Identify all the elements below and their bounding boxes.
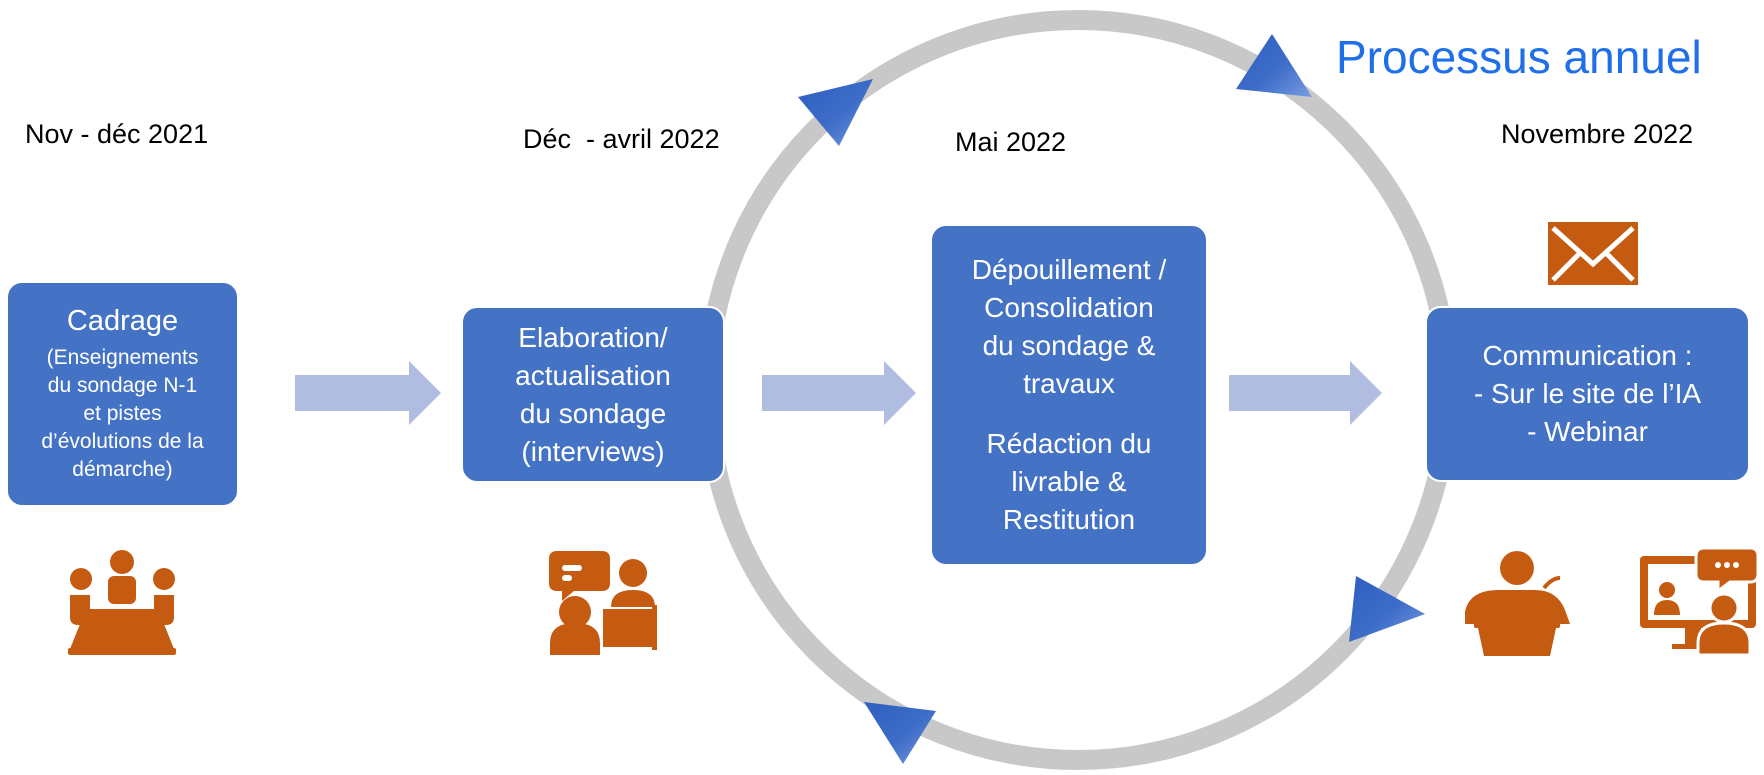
box-cadrage-detail-line: (Enseignements (46, 345, 199, 369)
period-label-mai-2022: Mai 2022 (955, 127, 1067, 157)
box-depouillement-line: Dépouillement / (971, 254, 1167, 285)
box-depouillement-line: Rédaction du (986, 428, 1152, 459)
box-cadrage: Cadrage (Enseignements du sondage N-1 et… (6, 281, 239, 507)
box-elaboration: Elaboration/ actualisation du sondage (i… (461, 306, 725, 483)
diagram-title: Processus annuel (1336, 31, 1702, 83)
box-depouillement-line: travaux (1023, 368, 1115, 399)
box-cadrage-detail-line: démarche) (72, 457, 173, 481)
flow-arrow-3 (1229, 361, 1382, 425)
flow-arrow-2 (762, 361, 916, 425)
video-conference-icon (1640, 546, 1760, 657)
cycle-arrowhead-top-right (1236, 34, 1312, 97)
cycle-arrowhead-bottom (864, 702, 936, 764)
box-depouillement: Dépouillement / Consolidation du sondage… (930, 224, 1208, 566)
box-communication: Communication : - Sur le site de l’IA - … (1425, 306, 1750, 482)
box-communication-line: - Webinar (1527, 416, 1648, 447)
box-elaboration-line: (interviews) (521, 435, 665, 467)
box-communication-line: - Sur le site de l’IA (1473, 378, 1702, 409)
box-depouillement-line: Restitution (1002, 504, 1136, 535)
box-communication-line: Communication : (1482, 340, 1693, 371)
box-elaboration-line: du sondage (519, 397, 667, 429)
box-elaboration-line: actualisation (515, 359, 671, 391)
envelope-icon (1548, 222, 1638, 285)
cycle-arrowhead-right (1349, 576, 1425, 642)
speaker-podium-icon (1465, 551, 1570, 656)
cycle-arrowhead-top-left (798, 79, 873, 146)
box-cadrage-title: Cadrage (66, 304, 179, 337)
meeting-table-icon (68, 550, 176, 655)
box-cadrage-detail-line: d’évolutions de la (41, 429, 204, 453)
flow-arrow-1 (295, 361, 441, 425)
box-depouillement-line: Consolidation (984, 292, 1154, 323)
box-cadrage-detail-line: du sondage N-1 (47, 373, 198, 397)
box-depouillement-line: du sondage & (982, 330, 1156, 361)
period-label-nov-dec-2021: Nov - déc 2021 (25, 119, 209, 149)
box-elaboration-line: Elaboration/ (518, 321, 668, 353)
box-cadrage-detail-line: et pistes (83, 401, 162, 425)
interview-icon (549, 551, 657, 655)
box-depouillement-line: livrable & (1011, 466, 1127, 497)
period-label-novembre-2022: Novembre 2022 (1501, 119, 1694, 149)
period-label-dec-avril-2022: Déc - avril 2022 (523, 124, 720, 154)
